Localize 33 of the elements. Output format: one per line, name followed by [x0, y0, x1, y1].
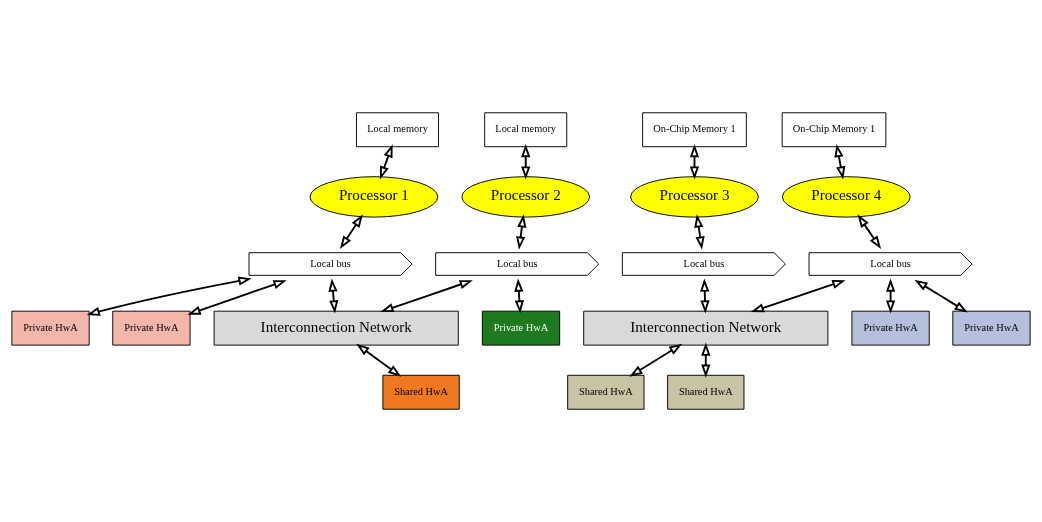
node-box: Private HwA — [481, 310, 561, 346]
arrow — [516, 214, 527, 250]
node-ellipse: Processor 3 — [630, 176, 759, 218]
node-box: Shared HwA — [382, 374, 460, 410]
arrow — [689, 143, 700, 180]
node-box: Local memory — [356, 112, 439, 148]
arrow — [629, 343, 683, 377]
arrow — [694, 214, 705, 250]
node-box: Interconnection Network — [583, 310, 829, 346]
node-box: Private HwA — [952, 310, 1031, 346]
arrow — [914, 279, 968, 313]
arrow — [521, 143, 531, 180]
arrow — [857, 214, 882, 250]
node-box: Private HwA — [112, 310, 191, 346]
arrow — [885, 278, 896, 314]
node-box: Interconnection Network — [213, 310, 459, 346]
node-box: Private HwA — [11, 310, 90, 346]
arrow — [750, 280, 846, 313]
node-ellipse: Processor 2 — [461, 176, 591, 218]
node-box: Shared HwA — [667, 374, 745, 410]
node-ellipse: Processor 1 — [309, 176, 439, 218]
node-box: Local memory — [484, 112, 568, 148]
node-box: On-Chip Memory 1 — [642, 112, 747, 148]
arrow — [187, 280, 287, 315]
arrow — [339, 214, 363, 250]
arrow — [380, 280, 473, 313]
node-box: Shared HwA — [567, 374, 645, 410]
arrow — [356, 343, 402, 377]
arrow — [86, 276, 252, 316]
arrow — [834, 144, 846, 180]
node-box: Private HwA — [851, 310, 930, 346]
node-box: On-Chip Memory 1 — [781, 112, 887, 148]
node-ellipse: Processor 4 — [781, 176, 911, 218]
